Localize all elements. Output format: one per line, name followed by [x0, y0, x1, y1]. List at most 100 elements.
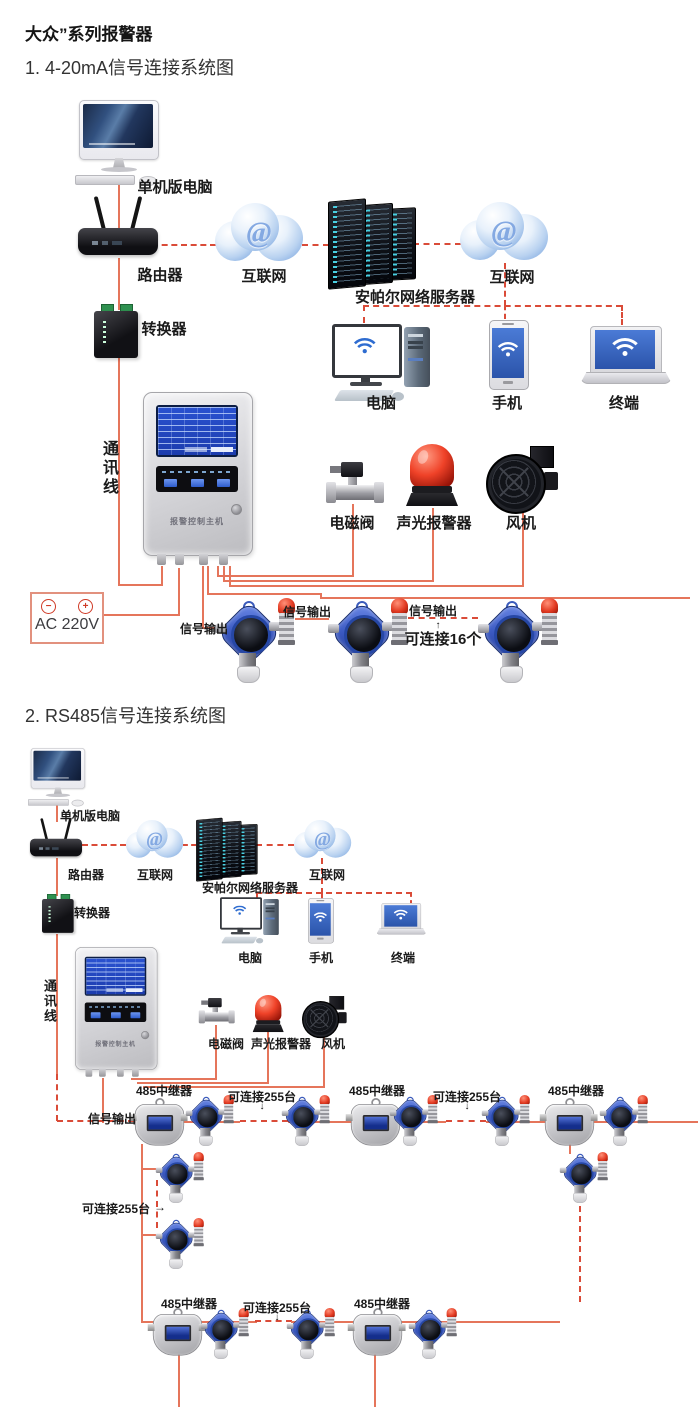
connection-line: [569, 1142, 571, 1154]
wifi-icon: [310, 912, 330, 924]
connection-line: [118, 180, 120, 232]
connection-line-dashed: [621, 305, 623, 325]
label-terminal: 终端: [390, 951, 416, 965]
section1-heading: 1. 4-20mA信号连接系统图: [25, 58, 235, 78]
network-server-illustration: [196, 816, 258, 882]
connection-line: [56, 934, 58, 1074]
connection-line-dashed: [410, 892, 412, 905]
internet-cloud-icon: @: [126, 820, 184, 860]
label-solenoid-valve: 电磁阀: [329, 515, 375, 532]
connection-line: [207, 593, 322, 595]
connection-line-dashed: [255, 1320, 292, 1322]
wifi-icon: [390, 909, 411, 923]
arrow-right-icon: →: [154, 1200, 166, 1214]
label-internet: 互联网: [241, 268, 287, 285]
connection-line: [432, 508, 434, 581]
label-terminal: 终端: [608, 395, 640, 412]
minus-icon: −: [41, 599, 56, 614]
label-repeater-485: 485中继器: [353, 1297, 411, 1311]
repeater-485-illustration: [147, 1308, 206, 1356]
internet-cloud-icon: @: [294, 820, 352, 860]
connection-line-dashed: [57, 1120, 134, 1122]
label-computer: 电脑: [365, 395, 397, 412]
label-signal-output: 信号输出: [282, 605, 332, 619]
connection-line-dashed: [256, 892, 258, 902]
standalone-pc-illustration: [75, 100, 161, 186]
connection-line-dashed: [321, 858, 323, 894]
connection-line-dashed: [256, 844, 294, 846]
terminal-illustration: [580, 326, 672, 384]
connection-line: [229, 566, 231, 587]
label-router: 路由器: [67, 868, 105, 882]
label-internet: 互联网: [489, 269, 535, 286]
label-comm-line: 通讯线: [42, 979, 57, 1024]
connection-line: [267, 1032, 269, 1084]
label-phone: 手机: [308, 951, 334, 965]
internet-cloud-icon: @: [460, 202, 548, 264]
connection-line-dashed: [152, 244, 216, 246]
connection-line: [137, 1082, 269, 1084]
phone-illustration: [308, 898, 334, 944]
at-icon: @: [314, 828, 331, 850]
fan-illustration: [302, 996, 348, 1039]
arrow-up-icon: ↑: [435, 620, 441, 631]
label-fan: 风机: [320, 1037, 346, 1051]
connection-line: [56, 803, 58, 822]
connection-line-dashed: [183, 844, 196, 846]
computer-illustration: [220, 896, 286, 944]
label-server: 安帕尔网络服务器: [201, 881, 299, 895]
label-connect-16: 可连接16个: [404, 631, 482, 648]
terminal-illustration: [376, 903, 427, 935]
label-computer: 电脑: [237, 951, 263, 965]
connection-line: [141, 1144, 143, 1323]
connection-line-dashed: [82, 844, 126, 846]
section2-heading: 2. RS485信号连接系统图: [25, 706, 227, 726]
label-internet: 互联网: [136, 868, 174, 882]
connection-line: [131, 1078, 217, 1080]
label-connect-255: 可连接255台: [81, 1202, 151, 1216]
label-repeater-485: 485中继器: [547, 1084, 605, 1098]
label-internet: 互联网: [308, 868, 346, 882]
connection-line: [134, 1121, 240, 1123]
fan-illustration: [486, 446, 560, 514]
gas-detector-illustration: [559, 1152, 610, 1204]
label-fan: 风机: [505, 515, 537, 532]
solenoid-valve-illustration: [326, 462, 384, 506]
network-server-illustration: [328, 196, 416, 290]
connection-line: [100, 614, 180, 616]
label-repeater-485: 485中继器: [160, 1297, 218, 1311]
gas-detector-illustration: [599, 1095, 650, 1147]
connection-line-dashed: [302, 244, 329, 246]
at-icon: @: [246, 216, 272, 249]
connection-line-dashed: [579, 1206, 581, 1302]
gas-detector-illustration: [286, 1308, 337, 1360]
gas-detector-illustration: [389, 1095, 440, 1147]
connection-line: [374, 1354, 376, 1407]
gas-detector-illustration: [328, 598, 411, 684]
solenoid-valve-illustration: [198, 998, 235, 1025]
converter-illustration: [94, 304, 138, 360]
label-signal-output: 信号输出: [408, 604, 458, 618]
repeater-485-illustration: [539, 1098, 598, 1146]
at-icon: @: [491, 215, 517, 248]
connection-line: [217, 566, 219, 577]
sound-light-alarm-illustration: [405, 444, 459, 506]
controller-host-label: 报警控制主机: [170, 517, 224, 526]
connection-line: [229, 585, 524, 587]
connection-line-dashed: [256, 892, 412, 894]
repeater-485-illustration: [345, 1098, 404, 1146]
repeater-485-illustration: [129, 1098, 188, 1146]
at-icon: @: [146, 828, 163, 850]
connection-line: [178, 1354, 180, 1407]
connection-line: [320, 597, 690, 599]
gas-detector-illustration: [155, 1218, 206, 1270]
connection-line-dashed: [413, 243, 461, 245]
label-signal-output: 信号输出: [87, 1112, 137, 1126]
connection-line-dashed: [156, 1180, 158, 1228]
connection-line-dashed: [56, 1074, 58, 1121]
label-sound-light-alarm: 声光报警器: [250, 1037, 312, 1051]
connection-line-dashed: [504, 305, 506, 319]
connection-line: [323, 1036, 325, 1088]
label-server: 安帕尔网络服务器: [354, 289, 476, 306]
